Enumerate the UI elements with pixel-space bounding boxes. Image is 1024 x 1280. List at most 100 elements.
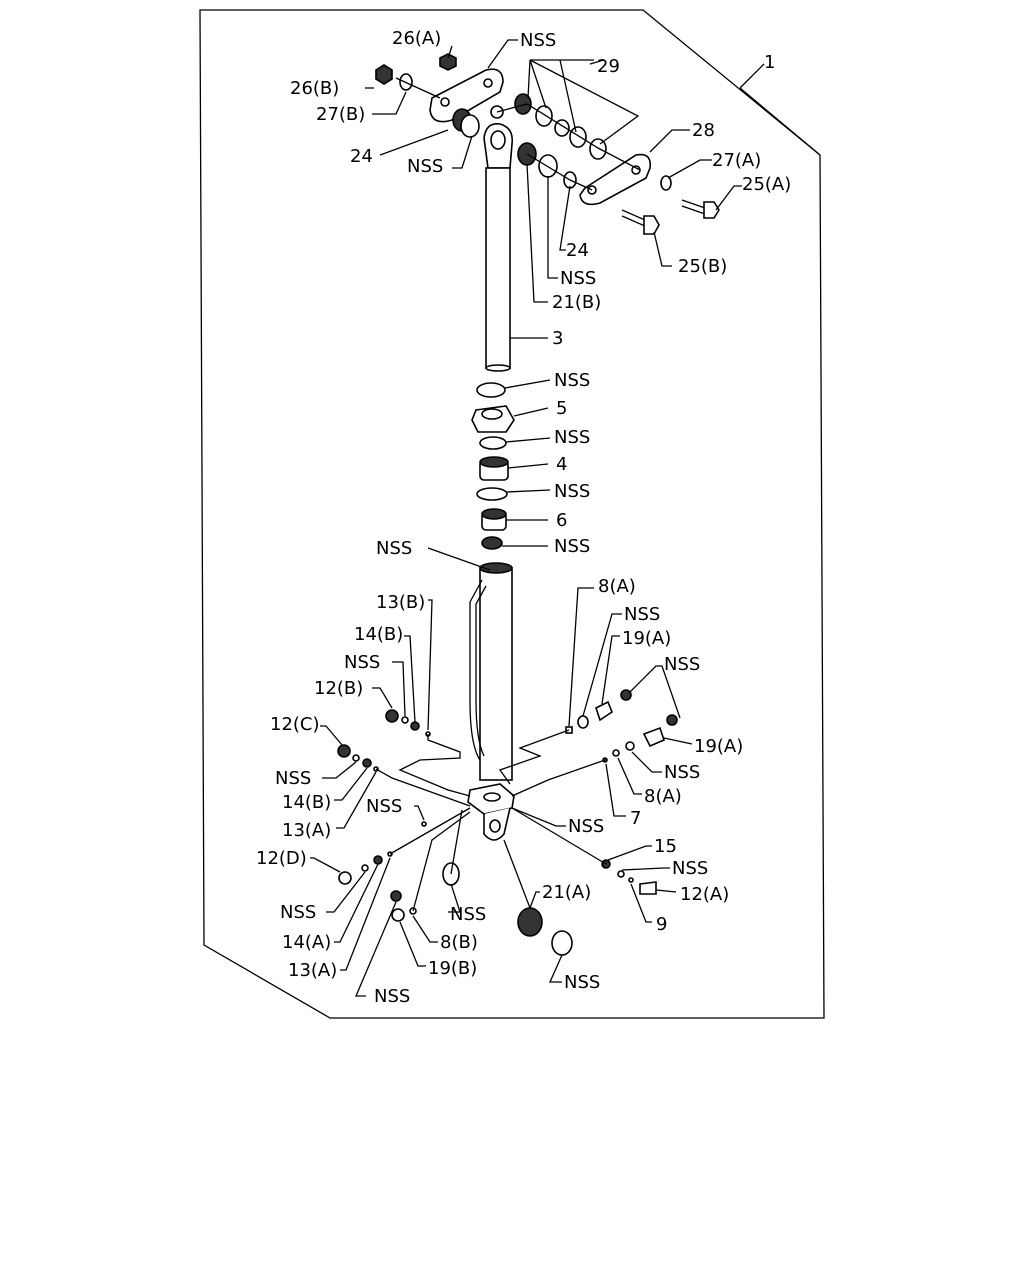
- callout-27a: 27(A): [712, 150, 761, 171]
- oring: [352, 754, 360, 762]
- callout-nss: NSS: [624, 604, 660, 625]
- callout-nss: NSS: [560, 268, 596, 289]
- callout-24: 24: [350, 146, 373, 167]
- callout-8b: 8(B): [440, 932, 478, 953]
- bolt-25b: [621, 209, 660, 235]
- right-link-plate: [579, 153, 652, 206]
- callout-nss: NSS: [366, 796, 402, 817]
- callout-nss: NSS: [664, 762, 700, 783]
- barrel-tube: [469, 579, 483, 761]
- right-fittings: [565, 689, 678, 895]
- barrel-top: [479, 562, 513, 574]
- plate-hole: [440, 97, 450, 107]
- callout-26a: 26(A): [392, 28, 441, 49]
- fitting-19a-right: [642, 726, 665, 748]
- piston-6-top: [481, 508, 507, 520]
- fitting-19b: [391, 908, 405, 922]
- bushing-21a: [517, 907, 543, 937]
- ball-8a: [612, 749, 620, 757]
- cap-nss: [620, 689, 632, 701]
- ring-nss: [481, 536, 503, 550]
- callout-13b: 13(B): [376, 592, 425, 613]
- leader-lines: [310, 39, 821, 997]
- callout-29: 29: [597, 56, 620, 77]
- callout-14a: 14(A): [282, 932, 331, 953]
- callout-nss: NSS: [520, 30, 556, 51]
- rod-end-bore: [490, 130, 506, 150]
- oring-nss: [577, 715, 589, 729]
- oring: [361, 864, 369, 872]
- callout-nss: NSS: [374, 986, 410, 1007]
- callout-nss: NSS: [564, 972, 600, 993]
- plug-12b: [385, 709, 399, 723]
- ring-nss: [476, 382, 506, 398]
- callout-nss: NSS: [280, 902, 316, 923]
- callout-21a: 21(A): [542, 882, 591, 903]
- washer-14a: [373, 855, 383, 865]
- callout-3: 3: [552, 328, 563, 349]
- callout-nss: NSS: [554, 370, 590, 391]
- washer-27a: [660, 175, 672, 191]
- plug-12d: [338, 871, 352, 885]
- callout-26b: 26(B): [290, 78, 339, 99]
- washer-14b: [410, 721, 420, 731]
- bushing-29: [589, 138, 607, 160]
- callout-25b: 25(B): [678, 256, 727, 277]
- ring-nss: [476, 487, 508, 501]
- gland-4-top: [479, 456, 509, 468]
- callout-14b: 14(B): [354, 624, 403, 645]
- callout-15: 15: [654, 836, 677, 857]
- callout-nss: NSS: [672, 858, 708, 879]
- fitting-19a: [595, 700, 613, 722]
- ring-nss: [479, 436, 507, 450]
- oring-nss: [617, 870, 625, 878]
- callout-13a: 13(A): [288, 960, 337, 981]
- base-port: [483, 792, 501, 802]
- lower-bushings: [517, 907, 573, 956]
- cylinder-barrel: [467, 562, 515, 841]
- barrel-body: [479, 567, 513, 781]
- callout-24: 24: [566, 240, 589, 261]
- assembly-lines: [375, 77, 641, 912]
- callout-nss: NSS: [376, 538, 412, 559]
- callout-nss: NSS: [275, 768, 311, 789]
- callout-9: 9: [656, 914, 667, 935]
- oring: [401, 716, 409, 724]
- ball-nss: [421, 821, 427, 827]
- gland-nut-bore: [481, 408, 503, 420]
- fitting-19b-cap: [390, 890, 402, 902]
- callout-21b: 21(B): [552, 292, 601, 313]
- callout-1: 1: [764, 52, 775, 73]
- bushing-29: [514, 93, 532, 115]
- callout-25a: 25(A): [742, 174, 791, 195]
- seal-nss: [551, 930, 573, 956]
- callout-13a: 13(A): [282, 820, 331, 841]
- callout-19b: 19(B): [428, 958, 477, 979]
- seal-nss-left: [460, 114, 480, 138]
- callout-nss: NSS: [664, 654, 700, 675]
- nut-26b: [375, 64, 393, 85]
- callout-12b: 12(B): [314, 678, 363, 699]
- callout-28: 28: [692, 120, 715, 141]
- cap-nss: [666, 714, 678, 726]
- oring-nss: [625, 741, 635, 751]
- barrel-tube: [475, 585, 487, 757]
- rod-end: [485, 364, 511, 372]
- bolt-25a: [681, 199, 720, 219]
- plate-hole: [483, 78, 493, 88]
- callout-12a: 12(A): [680, 884, 729, 905]
- callout-nss: NSS: [554, 481, 590, 502]
- diagram-border: [199, 9, 825, 1019]
- callout-4: 4: [556, 454, 567, 475]
- seal-stack: [471, 382, 515, 550]
- callout-12d: 12(D): [256, 848, 307, 869]
- callout-6: 6: [556, 510, 567, 531]
- callout-nss: NSS: [450, 904, 486, 925]
- callout-8a: 8(A): [644, 786, 682, 807]
- washer-14b: [362, 758, 372, 768]
- plug-12a: [639, 881, 657, 895]
- callout-labels: 26(A) NSS 26(B) 27(B) 29 1 28 27(A) 25(A…: [256, 28, 791, 1007]
- callout-12c: 12(C): [270, 714, 320, 735]
- callout-19a: 19(A): [622, 628, 671, 649]
